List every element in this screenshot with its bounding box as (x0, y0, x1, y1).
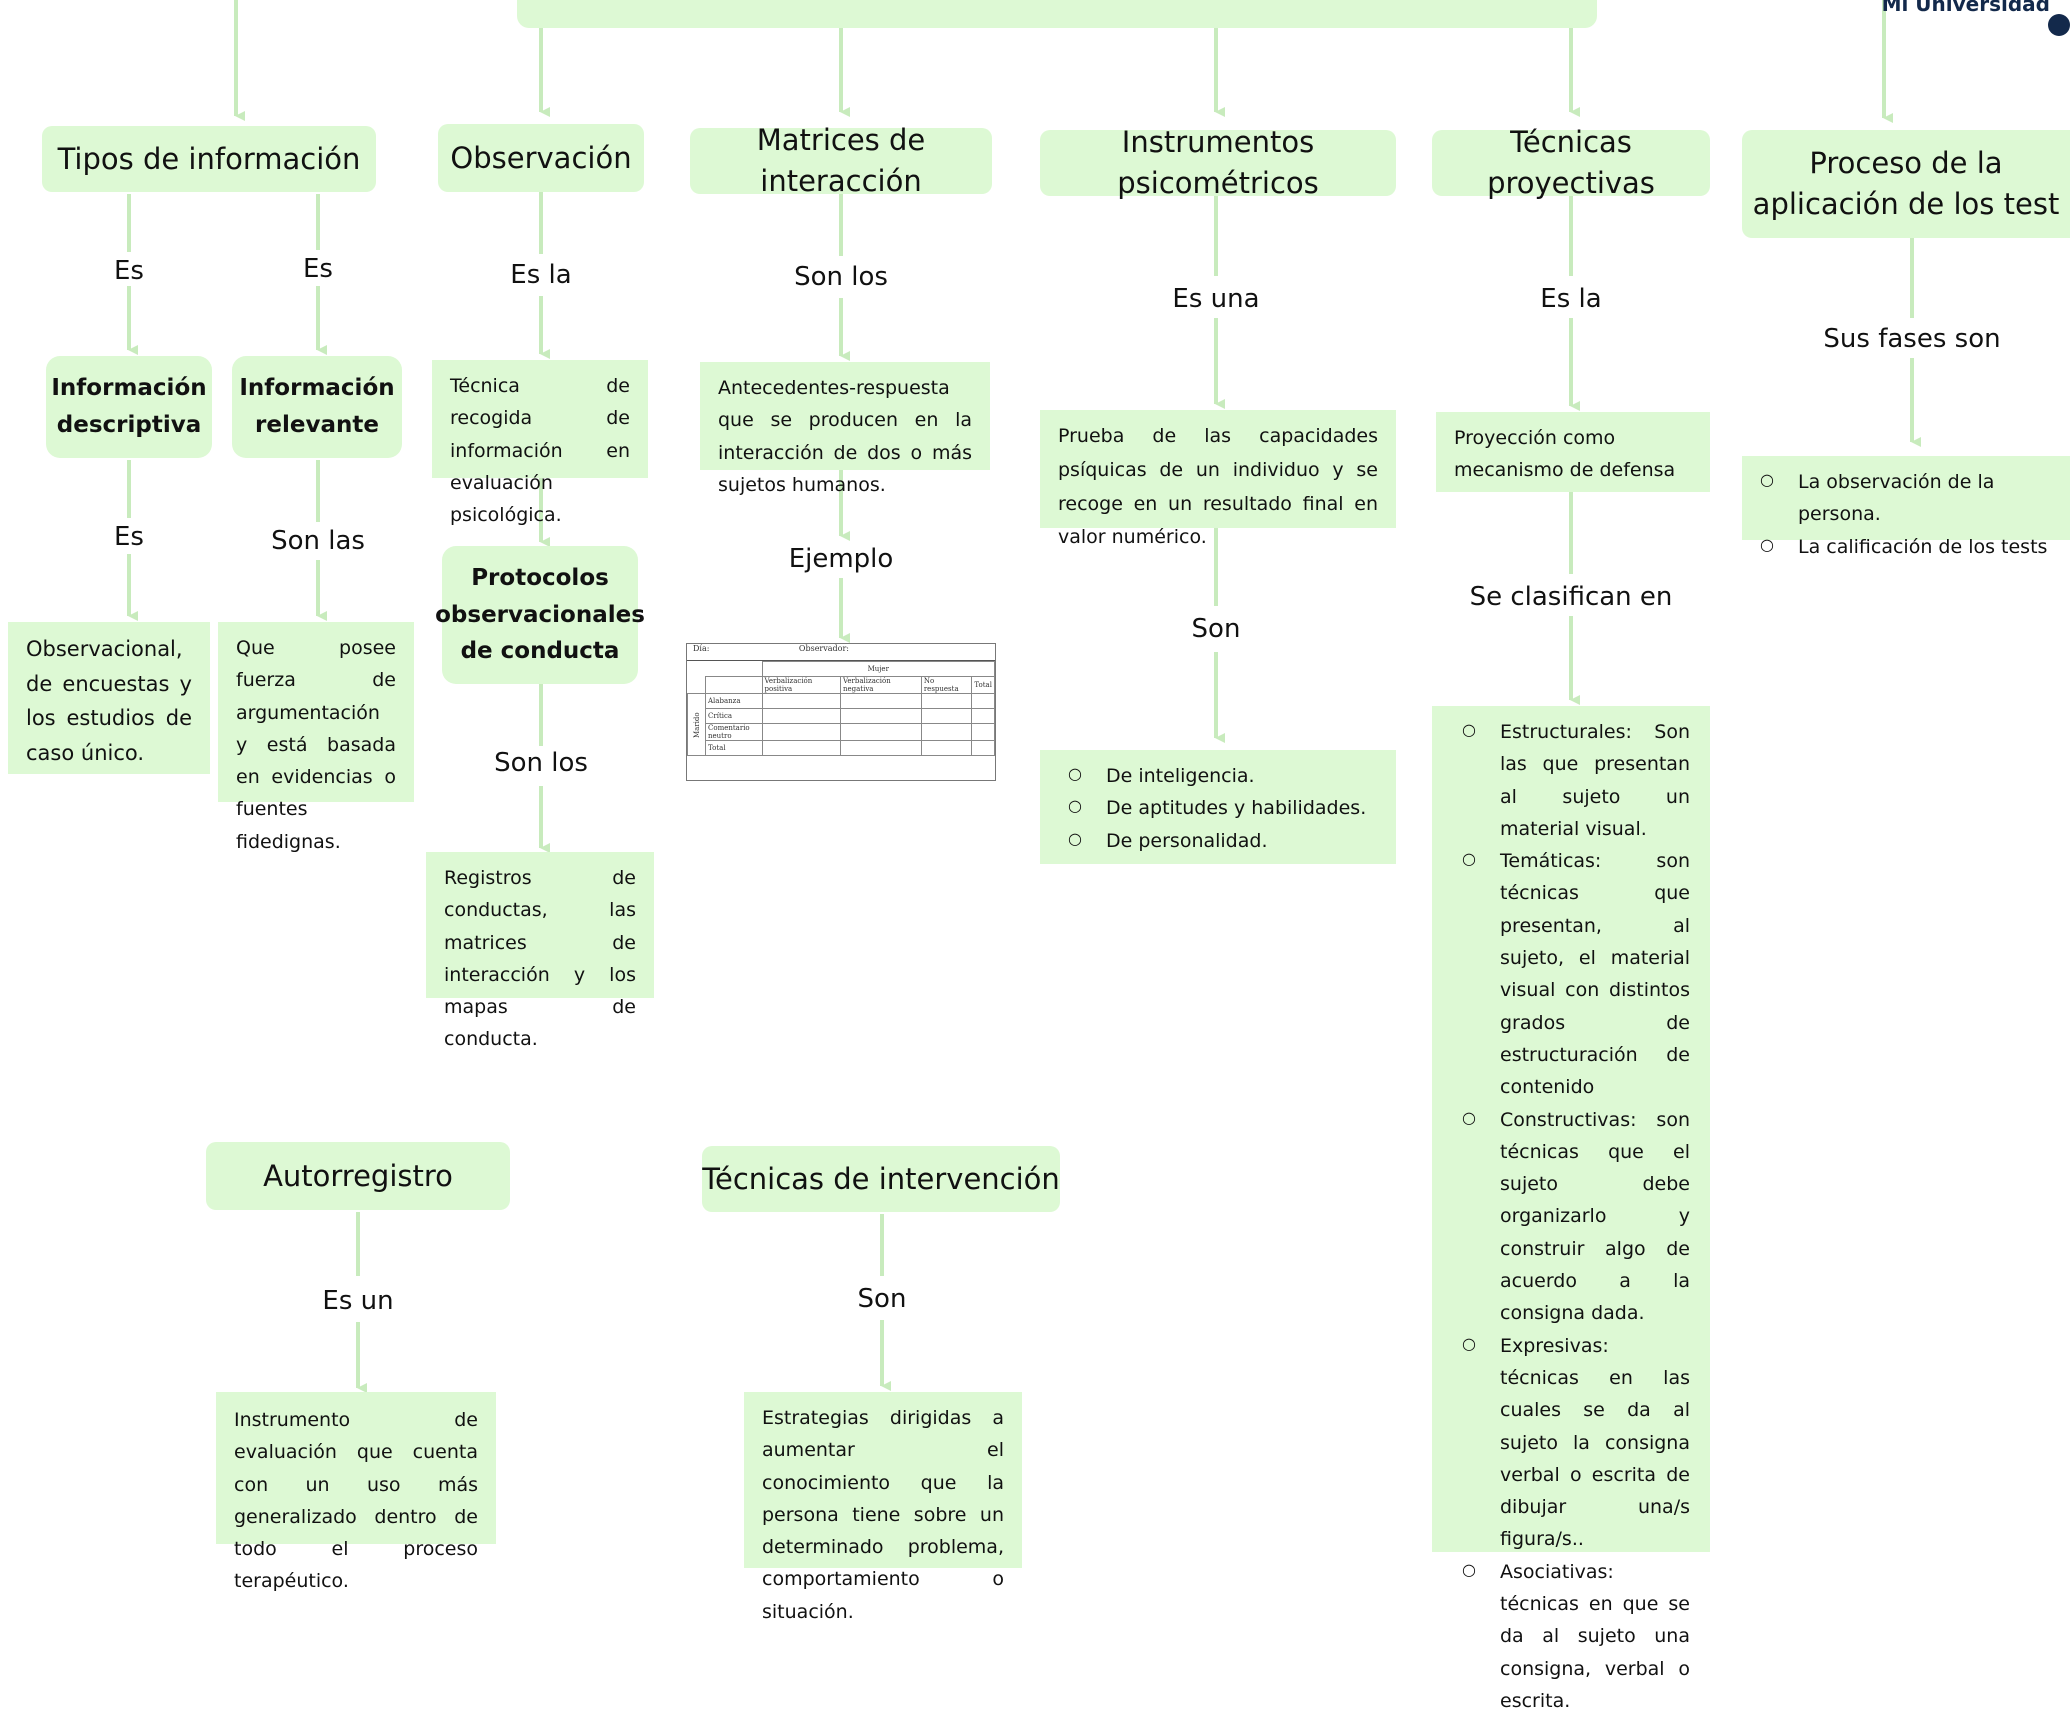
list-item: Constructivas: son técnicas que el sujet… (1462, 1104, 1690, 1330)
example-table-row: Crítica (705, 708, 763, 724)
example-table-row: Total (705, 740, 763, 756)
node-tipos-informacion: Tipos de información (42, 126, 376, 192)
list-item: De personalidad. (1068, 825, 1378, 857)
list-item: Expresivas: técnicas en las cuales se da… (1462, 1330, 1690, 1556)
node-autorregistro: Autorregistro (206, 1142, 510, 1210)
root-node (517, 0, 1597, 28)
connector-label: Es (114, 256, 144, 286)
text-matrices: Antecedentes-respuesta que se producen e… (700, 362, 990, 496)
connector-label: Son (857, 1284, 907, 1314)
text-intervencion: Estrategias dirigidas a aumentar el cono… (744, 1392, 1022, 1623)
node-tecnicas-proyectivas: Técnicas proyectivas (1432, 125, 1710, 200)
example-table-col: Total (971, 676, 995, 694)
connector-label: Son (1191, 614, 1241, 644)
connector-label: Son los (794, 262, 888, 292)
list-proyectivas: Estructurales: Son las que presentan al … (1432, 706, 1710, 1712)
list-item: Estructurales: Son las que presentan al … (1462, 716, 1690, 845)
example-table-col: No respuesta (920, 676, 973, 694)
example-table-col: Verbalización positiva (761, 676, 841, 694)
connector-label: Sus fases son (1823, 324, 2001, 354)
list-proceso: La observación de la persona. La calific… (1742, 456, 2070, 558)
list-psicometricos: De inteligencia. De aptitudes y habilida… (1040, 750, 1396, 864)
text-informacion-descriptiva: Observacional, de encuestas y los estudi… (8, 622, 210, 774)
list-item: Asociativas: técnicas en que se da al su… (1462, 1556, 1690, 1717)
brand-logo: Mi Universidad (1881, 0, 2050, 16)
node-matrices-interaccion: Matrices de interacción (690, 123, 992, 198)
text-proyectivas: Proyección como mecanismo de defensa (1436, 412, 1710, 492)
connector-label: Ejemplo (788, 544, 894, 574)
connector-label: Es un (322, 1286, 394, 1316)
example-table-observer: Observador: (798, 644, 849, 653)
example-table-row: Comentario neutro (705, 723, 763, 741)
list-item: La calificación de los tests (1760, 531, 2062, 563)
text-observacion: Técnica de recogida de información en ev… (432, 360, 648, 526)
node-proceso-aplicacion: Proceso de la aplicación de los test (1742, 130, 2070, 238)
node-informacion-descriptiva: Información descriptiva (46, 356, 212, 458)
list-item: De aptitudes y habilidades. (1068, 792, 1378, 824)
text-protocolos: Registros de conductas, las matrices de … (426, 852, 654, 1050)
list-item: De inteligencia. (1068, 760, 1378, 792)
text-informacion-relevante: Que posee fuerza de argumentación y está… (218, 622, 414, 853)
example-interaction-matrix-image: Día: Observador: Mujer Verbalización posi… (686, 643, 996, 781)
example-table-col: Verbalización negativa (839, 676, 922, 694)
connector-label: Es (303, 254, 333, 284)
brand-logo-dot (2048, 14, 2070, 36)
node-tecnicas-intervencion: Técnicas de intervención (702, 1146, 1060, 1212)
node-protocolos-observacionales: Protocolos observacionales de conducta (435, 546, 645, 684)
node-observacion: Observación (438, 124, 644, 192)
example-table-group: Mujer (761, 661, 995, 677)
connector-lines (127, 0, 1921, 1393)
example-table-row: Alabanza (705, 693, 763, 709)
node-informacion-relevante: Información relevante (232, 356, 402, 458)
text-autorregistro: Instrumento de evaluación que cuenta con… (216, 1392, 496, 1592)
example-table-side: Marido (687, 693, 706, 756)
connector-label: Son las (271, 526, 365, 556)
connector-label: Es (114, 522, 144, 552)
connector-label: Es la (510, 260, 572, 290)
example-table-day: Día: (693, 644, 710, 653)
list-item: La observación de la persona. (1760, 466, 2062, 531)
list-item: Temáticas: son técnicas que presentan, a… (1462, 845, 1690, 1103)
text-psicometricos: Prueba de las capacidades psíquicas de u… (1040, 410, 1396, 548)
connector-label: Es la (1540, 284, 1602, 314)
node-instrumentos-psicometricos: Instrumentos psicométricos (1040, 125, 1396, 200)
connector-label: Se clasifican en (1469, 582, 1673, 612)
connector-label: Son los (494, 748, 588, 778)
connector-label: Es una (1172, 284, 1260, 314)
